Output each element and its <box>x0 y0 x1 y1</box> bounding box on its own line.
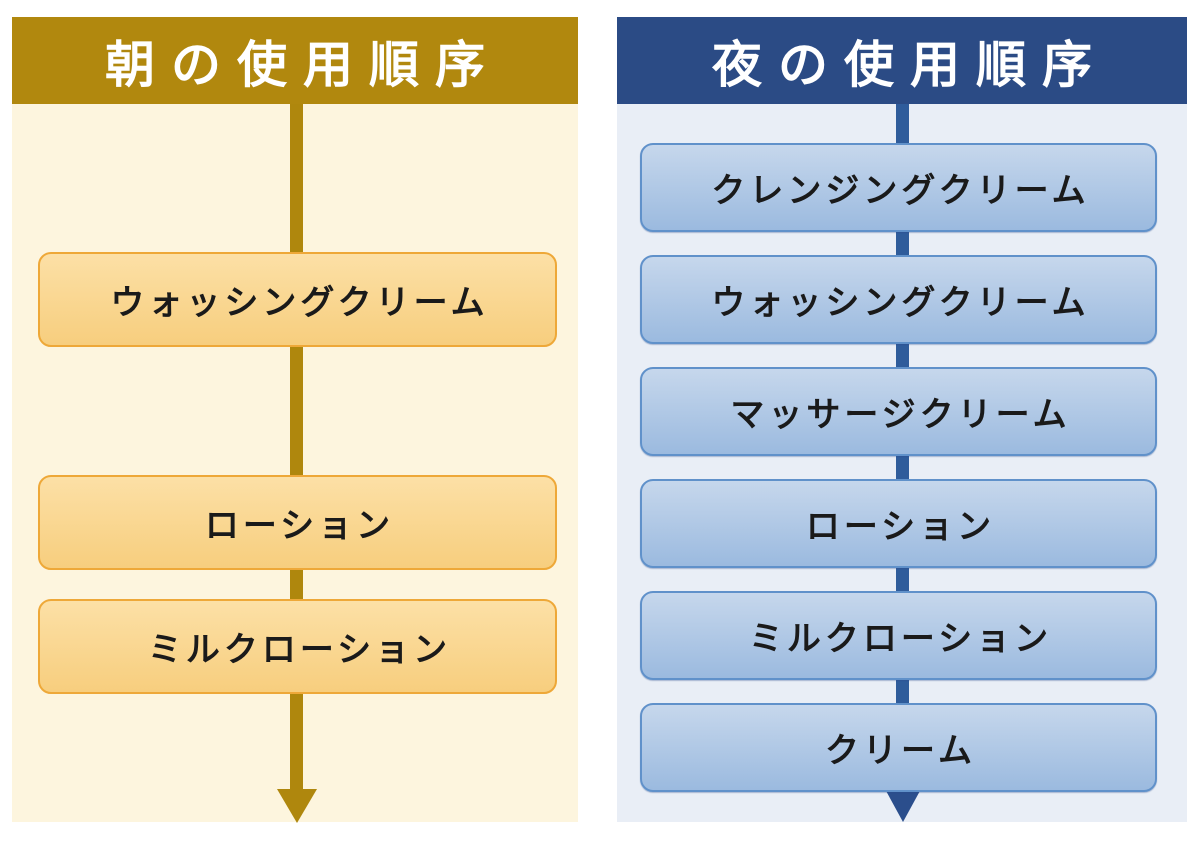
flow-step-washing-cream: ウォッシングクリーム <box>38 252 557 347</box>
night-panel: 夜の使用順序 クレンジングクリーム ウォッシングクリーム マッサージクリーム ロ… <box>617 17 1187 822</box>
down-arrow-icon <box>277 789 317 823</box>
flow-step-lotion: ローション <box>640 479 1157 568</box>
morning-panel: 朝の使用順序 ウォッシングクリーム ローション ミルクローション <box>12 17 578 823</box>
down-arrow-icon <box>885 789 921 822</box>
night-panel-title: 夜の使用順序 <box>617 17 1187 104</box>
flow-step-milk-lotion: ミルクローション <box>38 599 557 694</box>
flow-step-cream: クリーム <box>640 703 1157 792</box>
flow-step-cleansing-cream: クレンジングクリーム <box>640 143 1157 232</box>
flow-step-milk-lotion: ミルクローション <box>640 591 1157 680</box>
flow-step-lotion: ローション <box>38 475 557 570</box>
flow-step-washing-cream: ウォッシングクリーム <box>640 255 1157 344</box>
flow-step-massage-cream: マッサージクリーム <box>640 367 1157 456</box>
morning-panel-title: 朝の使用順序 <box>12 17 578 104</box>
